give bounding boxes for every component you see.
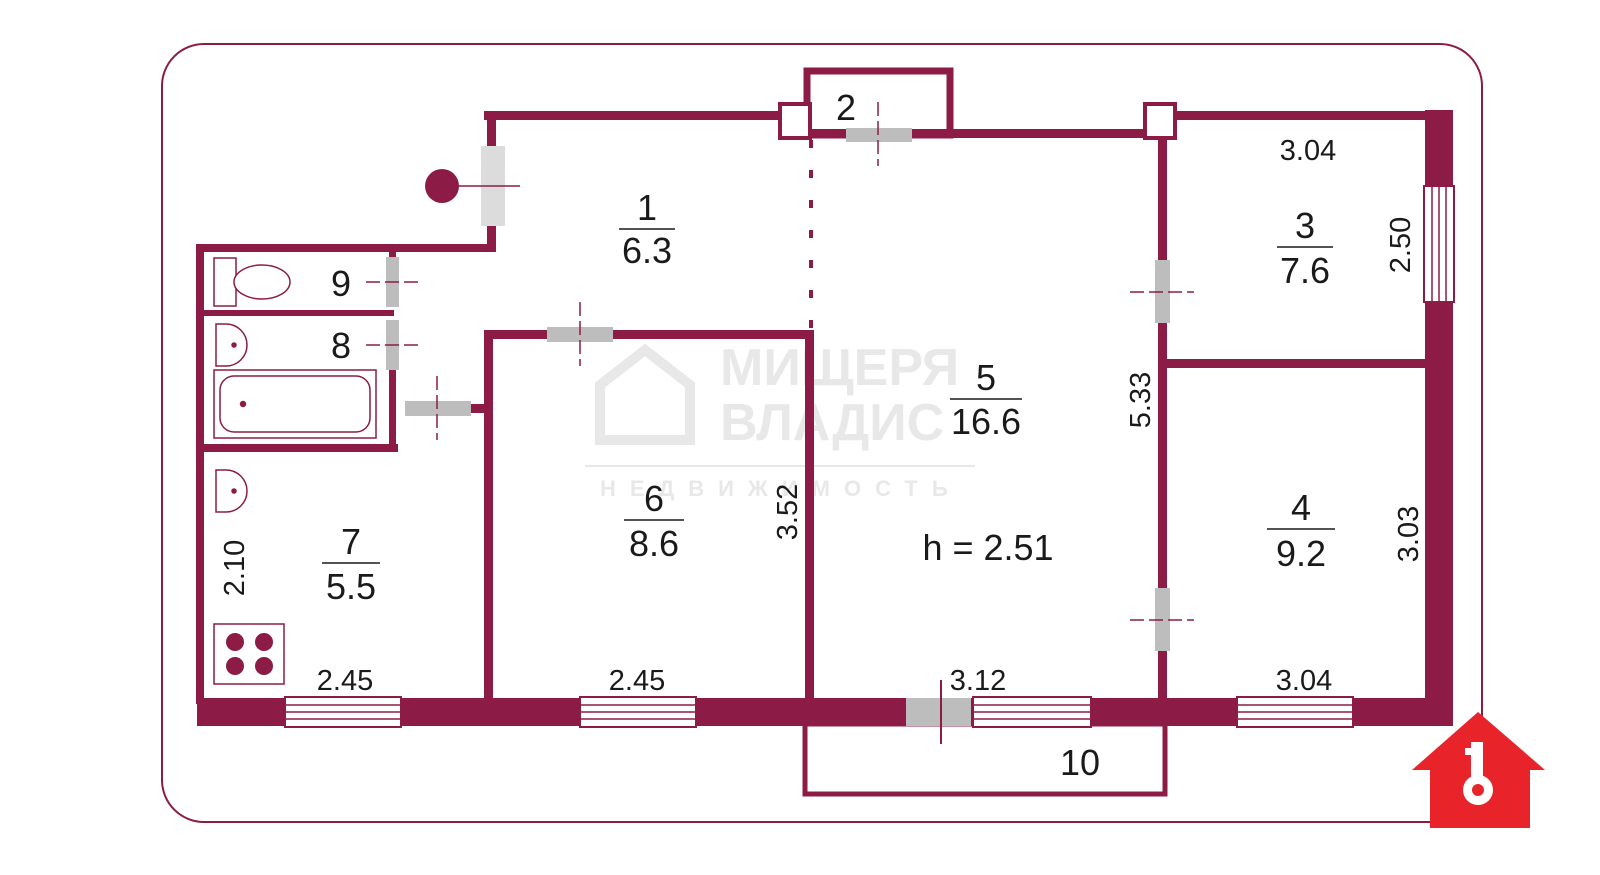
door-balcony — [906, 698, 971, 726]
room10-number: 10 — [1060, 742, 1100, 783]
room3-area: 7.6 — [1280, 250, 1330, 291]
watermark-house-icon — [595, 343, 695, 445]
wall-wc-bath — [204, 310, 394, 316]
room6-number: 6 — [644, 478, 664, 519]
dim-bottom-room4: 3.04 — [1276, 665, 1332, 697]
door-kitchen — [405, 401, 471, 416]
room3-number: 3 — [1295, 205, 1315, 246]
wall-room5-right-3 — [1158, 651, 1167, 701]
dimension-labels: 3.04 2.50 5.33 3.52 3.03 2.10 2.45 2.45 … — [219, 135, 1425, 697]
plan-frame — [161, 43, 1483, 823]
watermark-line3: НЕДВИЖИМОСТЬ — [600, 476, 962, 501]
entry-marker-icon — [425, 169, 459, 203]
room2-number: 2 — [836, 87, 856, 128]
wall-top-left — [484, 111, 784, 120]
column-left — [778, 102, 812, 140]
column-right — [1143, 102, 1177, 140]
wall-top-middle — [808, 129, 1153, 138]
wall-kitchen-stub — [470, 404, 488, 413]
dim-bottom-room7: 2.45 — [317, 665, 373, 697]
room8-number: 8 — [331, 325, 351, 366]
dim-room3-width: 3.04 — [1280, 135, 1336, 167]
dim-room3-height: 2.50 — [1385, 217, 1417, 273]
room-labels: 1 6.3 2 3 7.6 4 9.2 5 16.6 6 8.6 7 5.5 8… — [322, 87, 1335, 783]
room5-area: 16.6 — [951, 401, 1021, 442]
room5-number: 5 — [976, 357, 996, 398]
balcony-room10 — [802, 721, 1168, 797]
fixtures — [213, 257, 377, 685]
bathtub-icon — [213, 369, 377, 439]
house-key-icon — [1412, 712, 1545, 828]
wall-left — [196, 244, 204, 704]
wall-room3-room4 — [1158, 359, 1428, 368]
watermark-line2: ВЛАДИС — [720, 394, 944, 452]
windows — [284, 185, 1455, 728]
wall-bath-right-bottom — [389, 370, 396, 452]
room4-area: 9.2 — [1276, 533, 1326, 574]
dim-bottom-room5: 3.12 — [950, 665, 1006, 697]
dim-room6-height: 3.52 — [772, 484, 804, 540]
dim-room5-height: 5.33 — [1125, 372, 1157, 428]
wall-bath-top — [196, 244, 496, 252]
room7-number: 7 — [341, 521, 361, 562]
wall-entry-top — [487, 111, 496, 146]
window-room7 — [284, 696, 402, 728]
sink-icon — [215, 323, 248, 367]
watermark: МИЩЕРЯ ВЛАДИС НЕДВИЖИМОСТЬ — [585, 339, 975, 501]
walls — [196, 110, 1453, 726]
stove-icon — [213, 623, 285, 685]
ceiling-height: h = 2.51 — [922, 527, 1053, 568]
dim-room7-height: 2.10 — [219, 540, 251, 596]
window-room3 — [1423, 185, 1455, 303]
wall-room5-right-1 — [1158, 120, 1167, 260]
door-room2 — [846, 128, 912, 142]
room9-number: 9 — [331, 263, 351, 304]
wall-top-right — [1175, 111, 1435, 120]
door-marks — [366, 102, 1194, 744]
wall-entry-bottom — [487, 226, 496, 252]
room1-number: 1 — [637, 187, 657, 228]
wall-room6-top — [484, 330, 814, 339]
wall-bath-right-top — [389, 252, 396, 258]
wall-kitchen-room6 — [484, 330, 493, 702]
toilet-icon — [213, 257, 291, 307]
wall-bath-kitchen — [204, 444, 398, 452]
room6-area: 8.6 — [629, 523, 679, 564]
room1-area: 6.3 — [622, 230, 672, 271]
watermark-line1: МИЩЕРЯ — [720, 339, 959, 397]
wall-room6-room5 — [805, 330, 814, 702]
window-room5 — [972, 696, 1092, 728]
room7-area: 5.5 — [326, 566, 376, 607]
window-room6 — [579, 696, 697, 728]
dim-bottom-room6: 2.45 — [609, 665, 665, 697]
dim-room4-height: 3.03 — [1393, 506, 1425, 562]
window-room4 — [1236, 696, 1354, 728]
wall-room5-right-2 — [1158, 323, 1167, 588]
kitchen-sink-icon — [215, 469, 248, 513]
room4-number: 4 — [1291, 487, 1311, 528]
